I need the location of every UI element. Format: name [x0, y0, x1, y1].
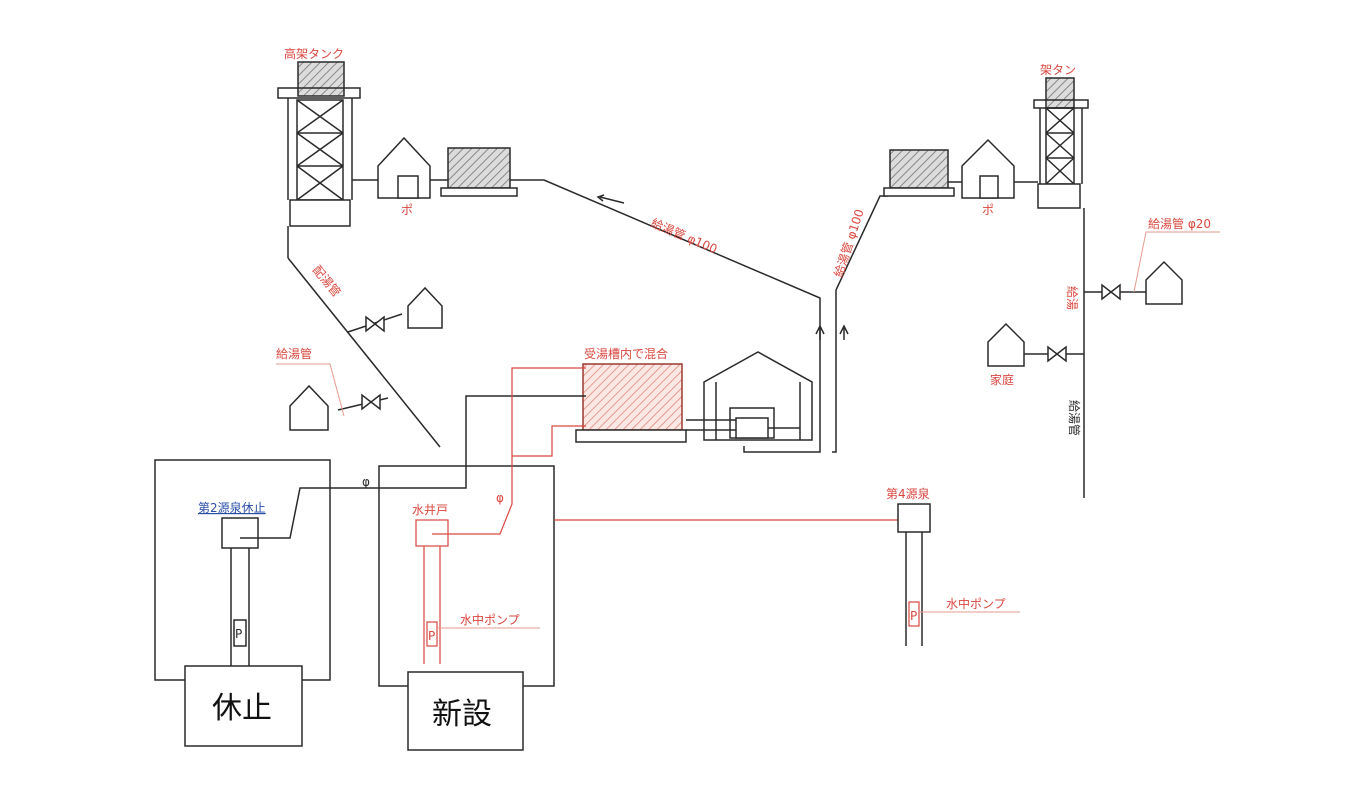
valve-upper-left — [365, 315, 385, 333]
source2-label: 第2源泉休止 — [198, 501, 266, 515]
pump-p-label-1: P — [235, 627, 242, 641]
right-main-pipe: 給湯管 φ20 給湯 家庭 給湯管 — [987, 208, 1220, 498]
elevated-tank-right: 架タン — [1033, 63, 1089, 209]
pump-p-label-3: P — [910, 609, 917, 623]
box-label-shinsetsu: 新設 — [432, 697, 492, 732]
mix-tank: 受湯槽内で混合 — [575, 346, 687, 443]
pump-p-label-2: P — [428, 629, 435, 643]
pump-label-mid: 水中ポンプ — [460, 612, 520, 627]
mix-tank-label: 受湯槽内で混合 — [584, 346, 668, 361]
storage-tank-left — [440, 147, 518, 197]
pump-label-left: ポ — [401, 203, 413, 217]
phi-label-2: φ — [496, 491, 504, 505]
house-right-upper — [1145, 260, 1183, 305]
main-pipe: 給湯管 φ100 給湯管 φ100 — [510, 179, 888, 453]
pipe-label-left: 給湯管 — [276, 346, 312, 361]
label-katei: 家庭 — [990, 372, 1014, 387]
phi-label-1: φ — [362, 475, 370, 489]
pump-label-right: ポ — [982, 203, 994, 217]
valve-lower-left — [361, 393, 381, 411]
new-well-box: 新設 水井戸 P 水中ポンプ φ — [378, 367, 898, 751]
label-kyuyu-kan: 給湯管 — [1067, 400, 1082, 436]
pipe-label-small: 給湯管 φ20 — [1148, 216, 1211, 231]
source4: 第4源泉 P 水中ポンプ — [886, 487, 1020, 646]
pipe-label-haiyu: 配湯管 — [310, 262, 345, 299]
box-label-kyushi: 休止 — [212, 691, 272, 726]
storage-tank-right — [883, 149, 955, 197]
label-kyuyu: 給湯 — [1065, 286, 1079, 310]
tank-label-right: 架タン — [1040, 63, 1076, 77]
house-small-lower-left — [289, 384, 329, 431]
pipe-label-main: 給湯管 φ100 — [649, 215, 720, 256]
pipe-label-riser: 給湯管 φ100 — [831, 207, 867, 279]
elevated-tank-left: 高架タンク — [277, 46, 361, 227]
source4-label: 第4源泉 — [886, 487, 930, 501]
house-right-lower — [987, 322, 1025, 367]
source2-box: 休止 第2源泉休止 P φ — [154, 395, 586, 747]
pump-house-left: ポ — [377, 136, 431, 217]
pump-label-right: 水中ポンプ — [946, 596, 1006, 611]
valve-right-upper — [1101, 283, 1121, 301]
pump-building-center — [686, 351, 813, 441]
well-label: 水井戸 — [412, 503, 448, 517]
house-small-upper-left — [407, 286, 443, 329]
pump-house-right: ポ — [948, 138, 1038, 217]
tank-label-left: 高架タンク — [284, 46, 344, 61]
valve-right-lower — [1047, 345, 1067, 363]
